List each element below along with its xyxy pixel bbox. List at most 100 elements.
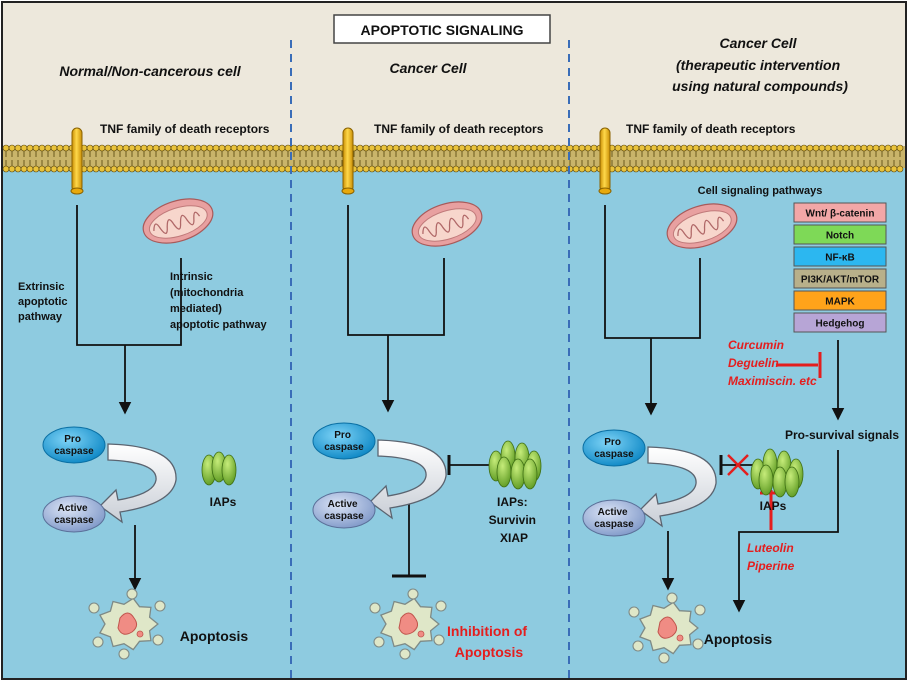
pro-caspase: Pro caspase bbox=[582, 429, 646, 467]
svg-text:Active caspase: Active caspase bbox=[54, 503, 94, 526]
svg-text:Pro caspase: Pro caspase bbox=[54, 434, 94, 457]
inhibitor-compound: Curcumin bbox=[728, 338, 784, 352]
extrinsic-line: Extrinsic bbox=[18, 281, 64, 293]
iap-protein-icon bbox=[201, 451, 237, 486]
caspase-activation-arrow bbox=[639, 446, 717, 528]
iaps-line: Survivin bbox=[489, 513, 536, 527]
signaling-pathway-label: PI3K/AKT/mTOR bbox=[801, 275, 880, 286]
iaps-line: IAPs: bbox=[497, 495, 528, 509]
intrinsic-line: mediated) bbox=[170, 303, 222, 315]
intrinsic-line: apoptotic pathway bbox=[170, 319, 267, 331]
pro-caspase-line: caspase bbox=[54, 446, 94, 457]
signaling-pathway-box bbox=[793, 290, 887, 311]
signaling-pathway-box bbox=[793, 246, 887, 267]
svg-text:Active caspase: Active caspase bbox=[594, 507, 634, 530]
active-caspase-line: caspase bbox=[594, 519, 634, 530]
mitochondrion-icon bbox=[411, 201, 483, 247]
outcome-line: Apoptosis bbox=[455, 644, 524, 660]
inhibition-of-apoptosis-label: Inhibition of Apoptosis bbox=[447, 623, 531, 660]
apoptosis-label: Apoptosis bbox=[704, 631, 773, 647]
therapy-heading-line: Cancer Cell bbox=[720, 35, 798, 51]
extrinsic-line: apoptotic bbox=[18, 296, 68, 308]
pro-caspase: Pro caspase bbox=[312, 422, 376, 460]
receptor-label: TNF family of death receptors bbox=[626, 122, 796, 136]
bottom-inhibitors-label: Luteolin Piperine bbox=[747, 541, 797, 573]
pro-caspase-line: caspase bbox=[594, 449, 634, 460]
intrinsic-line: (mitochondria bbox=[170, 287, 244, 299]
svg-text:Pro caspase: Pro caspase bbox=[324, 430, 364, 453]
active-caspase-line: Active bbox=[598, 507, 628, 518]
pathway-lines bbox=[76, 205, 182, 591]
inhibitor-compound: Maximiscin. etc bbox=[728, 374, 817, 388]
pro-caspase-line: caspase bbox=[324, 442, 364, 453]
apoptotic-cell-icon bbox=[369, 588, 447, 660]
iaps-label: IAPs bbox=[760, 499, 787, 513]
cell-membrane bbox=[2, 144, 905, 173]
extrinsic-line: pathway bbox=[18, 311, 63, 323]
caspase-activation-arrow bbox=[369, 439, 447, 520]
active-caspase: Active caspase bbox=[312, 491, 376, 529]
block-x-icon bbox=[727, 454, 749, 476]
therapy-cell-heading: Cancer Cell (therapeutic intervention us… bbox=[672, 35, 848, 94]
death-receptor bbox=[70, 127, 84, 195]
inhibitor-compound: Deguelin bbox=[728, 356, 779, 370]
active-caspase: Active caspase bbox=[582, 499, 646, 537]
svg-text:Active caspase: Active caspase bbox=[324, 499, 364, 522]
receptor-label: TNF family of death receptors bbox=[374, 122, 544, 136]
signaling-pathways-title: Cell signaling pathways bbox=[698, 185, 823, 197]
title-box bbox=[333, 14, 551, 44]
mitochondrion-icon bbox=[666, 203, 738, 249]
death-receptor bbox=[598, 127, 612, 195]
extrinsic-pathway-label: Extrinsic apoptotic pathway bbox=[18, 281, 71, 323]
apoptosis-label: Apoptosis bbox=[180, 628, 249, 644]
pro-caspase-line: Pro bbox=[604, 437, 621, 448]
outcome-line: Inhibition of bbox=[447, 623, 527, 639]
iaps-survivin-xiap-label: IAPs: Survivin XIAP bbox=[489, 495, 540, 545]
signaling-pathway-box bbox=[793, 312, 887, 333]
cancer-cell-heading: Cancer Cell bbox=[389, 60, 467, 76]
mitochondrion-icon bbox=[142, 198, 214, 244]
figure-title: APOPTOTIC SIGNALING bbox=[360, 22, 523, 38]
signaling-pathway-label: Hedgehog bbox=[816, 319, 865, 330]
top-inhibitors-label: Curcumin Deguelin Maximiscin. etc bbox=[728, 338, 817, 388]
iap-protein-icon bbox=[488, 440, 542, 490]
caspase-activation-arrow bbox=[99, 443, 177, 524]
iap-protein-icon bbox=[750, 448, 804, 498]
normal-cell-heading: Normal/Non-cancerous cell bbox=[59, 63, 241, 79]
intrinsic-pathway-label: Intrinsic (mitochondria mediated) apopto… bbox=[170, 271, 267, 331]
pathway-lines bbox=[604, 205, 845, 613]
active-caspase: Active caspase bbox=[42, 495, 106, 533]
inhibitor-compound: Luteolin bbox=[747, 541, 794, 555]
signaling-pathway-label: MAPK bbox=[825, 297, 855, 308]
active-caspase-line: Active bbox=[328, 499, 358, 510]
iaps-label: IAPs bbox=[210, 495, 237, 509]
pro-survival-signals-label: Pro-survival signals bbox=[785, 428, 899, 442]
signaling-pathway-box bbox=[793, 202, 887, 223]
active-caspase-line: caspase bbox=[324, 511, 364, 522]
receptor-label: TNF family of death receptors bbox=[100, 122, 270, 136]
pro-caspase: Pro caspase bbox=[42, 426, 106, 464]
pro-caspase-line: Pro bbox=[64, 434, 81, 445]
iaps-line: XIAP bbox=[500, 531, 528, 545]
apoptotic-cell-icon bbox=[628, 592, 706, 664]
active-caspase-line: caspase bbox=[54, 515, 94, 526]
inhibitor-compound: Piperine bbox=[747, 559, 795, 573]
cytoplasm-region bbox=[3, 168, 905, 678]
apoptotic-cell-icon bbox=[88, 588, 166, 660]
pathway-lines bbox=[347, 205, 495, 578]
intrinsic-line: Intrinsic bbox=[170, 271, 213, 283]
signaling-pathway-label: NF-κB bbox=[825, 253, 854, 264]
signaling-pathway-label: Notch bbox=[826, 231, 854, 242]
pro-caspase-line: Pro bbox=[334, 430, 351, 441]
active-caspase-line: Active bbox=[58, 503, 88, 514]
therapy-heading-line: (therapeutic intervention bbox=[676, 57, 840, 73]
svg-text:Pro caspase: Pro caspase bbox=[594, 437, 634, 460]
signaling-pathway-label: Wnt/ β-catenin bbox=[806, 209, 875, 220]
death-receptor bbox=[341, 127, 355, 195]
signaling-pathway-box bbox=[793, 268, 887, 289]
signaling-pathway-box bbox=[793, 224, 887, 245]
therapy-heading-line: using natural compounds) bbox=[672, 78, 848, 94]
